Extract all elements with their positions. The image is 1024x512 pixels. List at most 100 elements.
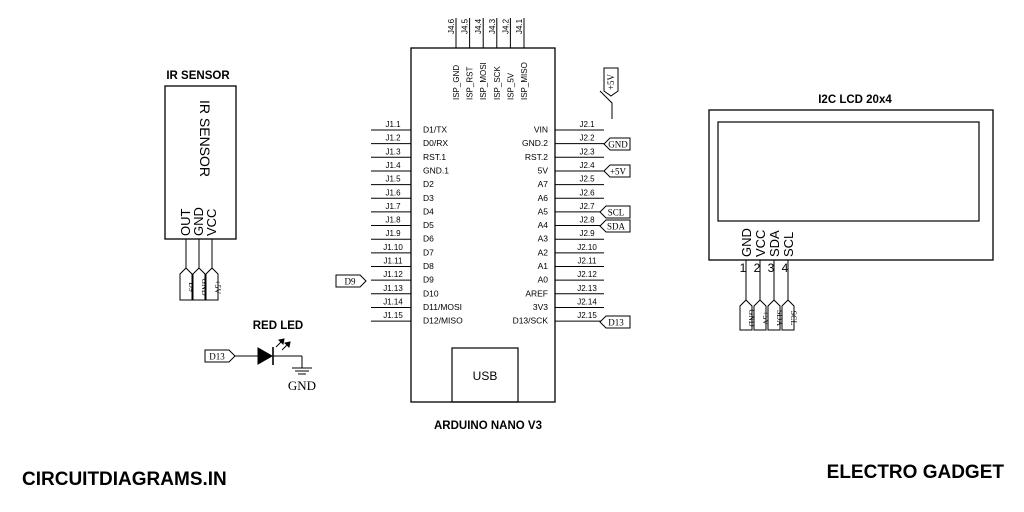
left-pin-label: GND.1 xyxy=(423,165,449,175)
right-header-label: J2.8 xyxy=(579,216,595,225)
i2c-lcd: I2C LCD 20x4 GND1GNDVCC2+5VSDA3SDASCL4SC… xyxy=(708,94,994,331)
isp-header-label: J4.1 xyxy=(515,18,524,34)
right-pin-label: GND.2 xyxy=(522,138,548,148)
right-header-label: J2.2 xyxy=(579,134,595,143)
lcd-net-label: SDA xyxy=(775,310,784,326)
d9-tag-label: D9 xyxy=(345,277,356,287)
left-pin-label: D0/RX xyxy=(423,138,448,148)
scl-tag-label: SCL xyxy=(608,208,625,218)
right-header-label: J2.7 xyxy=(579,202,595,211)
lcd-pin-number: 2 xyxy=(754,261,761,275)
ir-net-label: D9 xyxy=(187,282,196,292)
left-header-label: J1.14 xyxy=(383,297,403,306)
left-pin-label: D8 xyxy=(423,261,434,271)
left-pin-label: D6 xyxy=(423,234,434,244)
usb-label: USB xyxy=(473,369,498,383)
isp-pin-label: ISP_SCK xyxy=(493,66,502,100)
left-header-label: J1.4 xyxy=(385,161,401,170)
lcd-net-label: SCL xyxy=(789,311,798,326)
left-pin-label: RST.1 xyxy=(423,152,446,162)
usb-connector xyxy=(451,347,519,403)
left-pin-label: D7 xyxy=(423,247,434,257)
left-pin-label: D12/MISO xyxy=(423,316,463,326)
led-gnd-label: GND xyxy=(288,378,316,393)
left-header-label: J1.3 xyxy=(385,147,401,156)
left-pin-label: D11/MOSI xyxy=(423,302,462,312)
left-header-label: J1.12 xyxy=(383,270,403,279)
lcd-pin-label: SCL xyxy=(781,232,796,257)
left-header-label: J1.6 xyxy=(385,188,401,197)
isp-pin-label: ISP_RST xyxy=(466,67,475,100)
arduino-nano: USB ARDUINO NANO V3 J4.6ISP_GNDJ4.5ISP_R… xyxy=(371,18,604,432)
right-header-label: J2.3 xyxy=(579,147,595,156)
footer-left-brand: CIRCUITDIAGRAMS.IN xyxy=(22,469,227,490)
right-header-label: J2.4 xyxy=(579,161,595,170)
lcd-pin-number: 1 xyxy=(740,261,747,275)
isp-header: J4.6ISP_GNDJ4.5ISP_RSTJ4.4ISP_MOSIJ4.3IS… xyxy=(447,18,529,100)
right-header-label: J2.13 xyxy=(577,284,597,293)
right-pin-label: A3 xyxy=(538,234,549,244)
lcd-net-tag xyxy=(753,299,767,331)
left-header-label: J1.10 xyxy=(383,243,403,252)
isp-pin-label: ISP_MISO xyxy=(520,62,529,100)
lcd-body xyxy=(708,109,994,261)
ir-net-tag xyxy=(179,267,193,301)
d13-tag-label: D13 xyxy=(608,318,624,328)
right-pin-label: A4 xyxy=(538,220,549,230)
led-diode-icon xyxy=(257,347,274,365)
right-pin-label: A5 xyxy=(538,206,549,216)
right-pin-label: A7 xyxy=(538,179,549,189)
right-pin-label: VIN xyxy=(534,125,548,135)
right-header-label: J2.5 xyxy=(579,175,595,184)
lcd-pin-label: GND xyxy=(739,228,754,257)
led-title: RED LED xyxy=(253,320,303,332)
arduino-label: ARDUINO NANO V3 xyxy=(434,420,542,432)
footer-right-brand: ELECTRO GADGET xyxy=(827,462,1005,483)
left-header-label: J1.11 xyxy=(384,257,404,266)
isp-pin-label: ISP_5V xyxy=(506,72,515,100)
right-pin-label: AREF xyxy=(525,288,548,298)
right-header-label: J2.15 xyxy=(577,311,597,320)
lcd-pin-number: 3 xyxy=(768,261,775,275)
lcd-screen xyxy=(717,121,980,222)
lcd-net-tag xyxy=(739,299,753,331)
right-header-label: J2.9 xyxy=(579,229,595,238)
scl-net-tag: SCL xyxy=(599,205,631,219)
ir-pin-label: GND xyxy=(191,207,206,236)
left-header-label: J1.5 xyxy=(385,175,401,184)
led-d13-label: D13 xyxy=(209,352,225,362)
ir-net-label: +5V xyxy=(213,280,222,295)
ir-pin-label: VCC xyxy=(204,209,219,236)
right-pin-label: A2 xyxy=(538,247,549,257)
right-pin-label: A0 xyxy=(538,275,549,285)
left-pin-label: D3 xyxy=(423,193,434,203)
right-header-label: J2.12 xyxy=(577,270,597,279)
right-header-label: J2.11 xyxy=(578,257,598,266)
led-emission-arrows xyxy=(275,338,291,351)
right-pin-label: 3V3 xyxy=(533,302,548,312)
lcd-pin-label: SDA xyxy=(767,230,782,257)
vin-5v-net: +5V xyxy=(599,67,619,119)
left-pin-label: D4 xyxy=(423,206,434,216)
red-led: RED LED D13 GND xyxy=(204,320,316,393)
left-pin-label: D10 xyxy=(423,288,439,298)
ir-net-label: GND xyxy=(200,278,209,296)
left-header-label: J1.13 xyxy=(383,284,403,293)
isp-header-label: J4.4 xyxy=(474,18,483,34)
plus5v-net-tag: +5V xyxy=(603,164,631,178)
left-pin-label: D5 xyxy=(423,220,434,230)
isp-pin-label: ISP_MOSI xyxy=(479,62,488,100)
left-header-label: J1.9 xyxy=(385,229,401,238)
right-header-label: J2.10 xyxy=(577,243,597,252)
d9-net-tag: D9 xyxy=(335,274,367,288)
gnd-net-tag: GND xyxy=(603,137,631,151)
ir-net-tag xyxy=(192,267,206,301)
left-pin-label: D1/TX xyxy=(423,125,447,135)
right-header: J2.1VINJ2.2GND.2J2.3RST.2J2.45VJ2.5A7J2.… xyxy=(513,120,604,326)
ir-net-tag xyxy=(205,267,219,301)
right-header-label: J2.1 xyxy=(579,120,595,129)
